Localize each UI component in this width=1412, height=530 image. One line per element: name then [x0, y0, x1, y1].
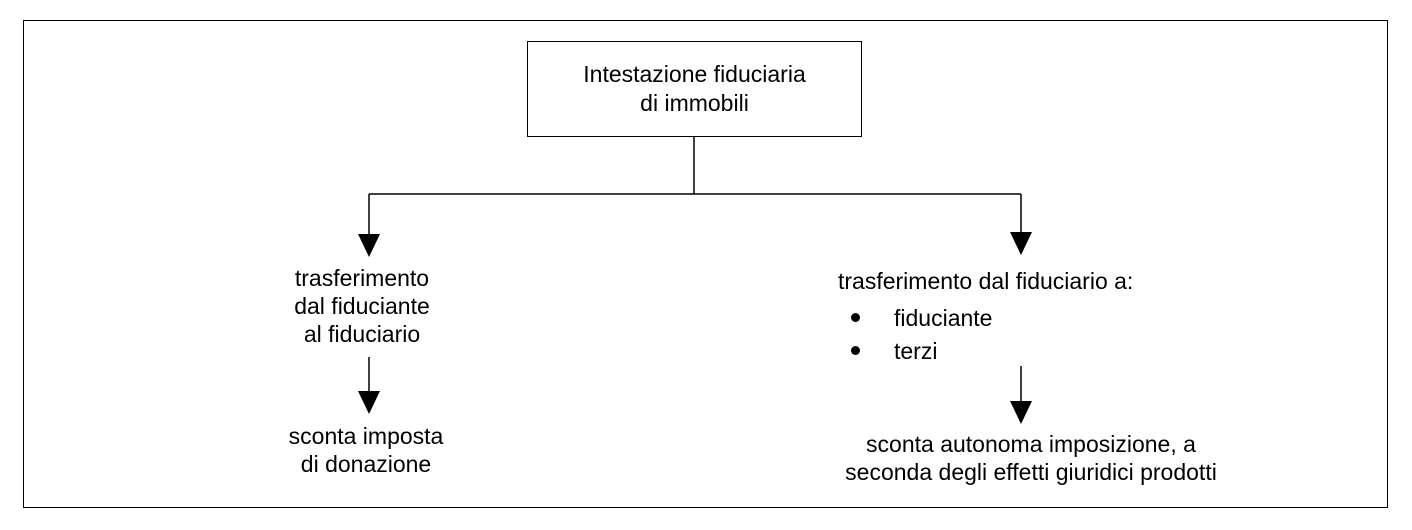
left-node-line2: dal fiduciante: [294, 293, 430, 319]
left-arrowhead: [358, 234, 380, 257]
left-result-text: sconta imposta di donazione: [289, 422, 444, 478]
left-result-line2: di donazione: [300, 451, 432, 477]
root-node-line2: di immobili: [640, 90, 749, 116]
diagram-frame: [23, 20, 1388, 508]
left-node-text: trasferimento dal fiduciante al fiduciar…: [294, 264, 430, 348]
right-node-item-1: fiduciante: [894, 305, 993, 331]
root-node-box: Intestazione fiduciaria di immobili: [527, 41, 862, 137]
left-result-arrowhead: [358, 391, 380, 414]
left-node-line1: trasferimento: [294, 265, 430, 291]
right-node-item-2: terzi: [894, 338, 938, 364]
left-node-line3: al fiduciario: [303, 321, 421, 347]
right-result-arrowhead: [1010, 401, 1032, 424]
right-node-heading: trasferimento dal fiduciario a:: [838, 268, 1134, 294]
right-result-line2: seconda degli effetti giuridici prodotti: [845, 459, 1217, 485]
root-node-line1: Intestazione fiduciaria: [583, 61, 806, 87]
right-result-line1: sconta autonoma imposizione, a: [866, 431, 1196, 457]
bullet-dot: [851, 313, 860, 322]
left-result-line1: sconta imposta: [288, 423, 444, 449]
right-result-text: sconta autonoma imposizione, a seconda d…: [845, 430, 1217, 486]
right-arrowhead: [1010, 232, 1032, 255]
bullet-dot: [851, 346, 860, 355]
